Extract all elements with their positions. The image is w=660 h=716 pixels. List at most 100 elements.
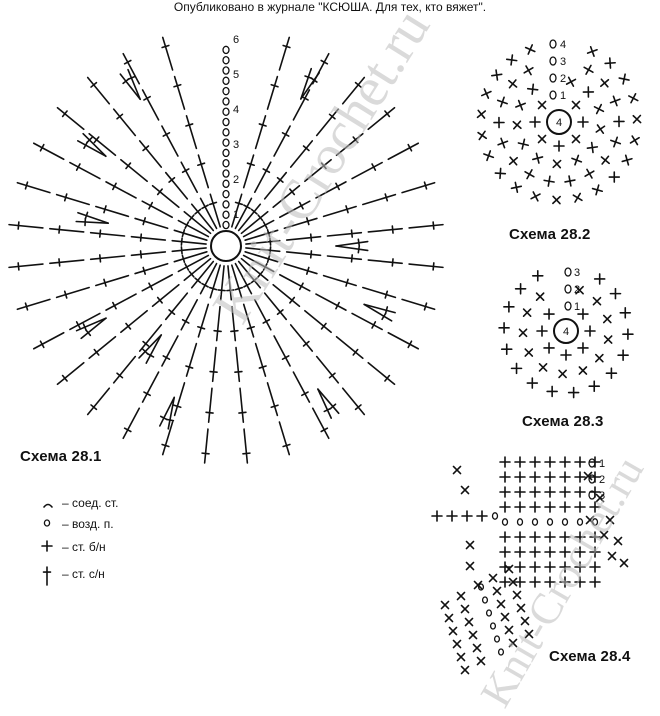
single-crochet-stitch <box>545 472 555 482</box>
double-crochet-stitch <box>293 90 309 120</box>
double-crochet-stitch <box>166 173 188 199</box>
chain-stitch <box>550 91 556 99</box>
single-crochet-stitch <box>591 184 603 196</box>
single-crochet-stitch <box>482 149 495 162</box>
double-crochet-stitch <box>174 252 207 262</box>
single-crochet-stitch <box>564 75 578 89</box>
double-crochet-stitch <box>114 109 136 135</box>
single-crochet-stitch <box>630 112 644 126</box>
single-crochet-stitch <box>560 532 570 542</box>
double-crochet-stitch <box>140 141 162 167</box>
single-crochet-stitch <box>527 84 538 95</box>
single-crochet-stitch <box>605 549 619 563</box>
double-crochet-stitch <box>143 372 159 402</box>
double-crochet-stitch <box>337 337 363 359</box>
double-crochet-stitch <box>34 333 64 349</box>
single-crochet-stitch <box>545 487 555 497</box>
single-crochet-stitch <box>609 136 622 149</box>
chain-stitch <box>589 459 595 467</box>
double-crochet-stitch <box>57 194 90 204</box>
double-crochet-stitch <box>363 194 396 204</box>
legend-double-crochet: – ст. с/н <box>42 567 105 581</box>
single-crochet-stitch <box>533 290 547 304</box>
chain-stitch <box>491 623 496 629</box>
legend-slip-stitch: – соед. ст. <box>42 496 118 510</box>
double-crochet-stitch <box>368 363 394 385</box>
double-crochet-stitch <box>368 226 402 233</box>
single-crochet-stitch <box>515 562 525 572</box>
double-crochet-stitch <box>337 134 363 156</box>
double-crochet-stitch <box>121 160 147 182</box>
double-crochet-stitch <box>17 182 50 192</box>
chain-stitch <box>223 149 229 156</box>
single-crochet-stitch <box>515 547 525 557</box>
chain-stitch <box>493 513 498 519</box>
legend-single-crochet: – ст. б/н <box>42 540 106 554</box>
single-crochet-stitch <box>500 577 510 587</box>
single-crochet-stitch <box>628 133 642 147</box>
double-crochet-stitch <box>284 264 317 274</box>
chain-stitch <box>223 170 229 177</box>
double-crochet-stitch <box>324 206 357 216</box>
single-crochet-stitch <box>545 532 555 542</box>
double-crochet-stitch <box>352 163 382 179</box>
single-crochet-stitch <box>590 562 600 572</box>
single-crochet-stitch <box>502 623 516 637</box>
chain-stitch <box>223 201 229 208</box>
chain-stitch <box>495 636 500 642</box>
caption-schema-28-2: Схема 28.2 <box>509 226 591 243</box>
single-crochet-stitch <box>590 577 600 587</box>
double-crochet-stitch <box>153 186 179 208</box>
single-crochet-stitch <box>609 172 619 182</box>
chain-stitch <box>565 285 571 293</box>
double-crochet-stitch <box>318 389 331 418</box>
single-crochet-stitch <box>518 614 532 628</box>
double-crochet-stitch <box>287 251 321 258</box>
single-crochet-stitch <box>550 157 564 171</box>
single-crochet-stitch <box>600 312 614 326</box>
single-crochet-stitch <box>495 168 506 179</box>
double-crochet-stitch <box>328 230 362 237</box>
single-crochet-stitch <box>590 547 600 557</box>
row-number: 1 <box>599 458 605 470</box>
caption-schema-28-3: Схема 28.3 <box>522 413 604 430</box>
double-crochet-stitch <box>210 348 217 382</box>
single-crochet-stitch <box>463 538 477 552</box>
single-crochet-stitch <box>547 386 557 396</box>
double-crochet-stitch <box>368 259 402 266</box>
double-crochet-stitch <box>162 422 172 455</box>
single-crochet-stitch <box>545 457 555 467</box>
single-crochet-stitch <box>537 326 547 336</box>
single-crochet-stitch <box>581 469 595 483</box>
row-number: 2 <box>233 174 239 186</box>
double-crochet-stitch <box>268 77 278 110</box>
chain-stitch <box>550 74 556 82</box>
chain-stitch <box>223 180 229 187</box>
single-crochet-stitch <box>603 513 617 527</box>
single-crochet-stitch <box>560 457 570 467</box>
double-crochet-stitch <box>352 313 382 329</box>
single-crochet-stitch <box>590 502 600 512</box>
double-crochet-stitch <box>245 252 278 262</box>
chain-stitch <box>533 519 538 525</box>
single-crochet-stitch <box>510 588 524 602</box>
double-crochet-stitch <box>206 388 213 422</box>
double-crochet-stitch <box>91 255 125 262</box>
single-crochet-stitch <box>496 96 509 109</box>
single-crochet-stitch <box>583 87 593 97</box>
double-crochet-stitch <box>280 275 310 291</box>
single-crochet-stitch <box>569 132 583 146</box>
double-crochet-stitch <box>50 226 84 233</box>
double-crochet-stitch <box>181 162 197 192</box>
single-crochet-stitch <box>480 87 493 100</box>
single-crochet-stitch <box>597 528 611 542</box>
single-crochet-stitch <box>621 154 633 166</box>
double-crochet-stitch <box>186 116 196 149</box>
single-crochet-stitch <box>517 138 529 150</box>
single-crochet-stitch <box>523 167 537 181</box>
single-crochet-stitch <box>474 107 488 121</box>
double-crochet-stitch <box>181 300 197 330</box>
chain-stitch <box>223 88 229 95</box>
single-crochet-stitch <box>610 289 620 299</box>
